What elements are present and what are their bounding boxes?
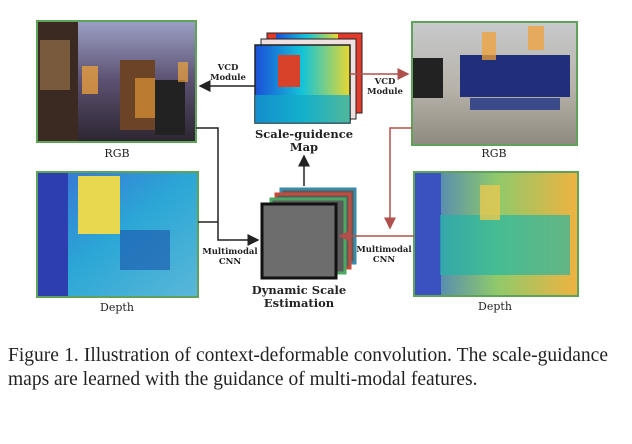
rgb-label-right: RGB	[481, 147, 506, 160]
scale-guidance-label-line1: Scale-guidence	[255, 127, 353, 141]
scale-guidance-map-stack	[254, 32, 363, 124]
multimodal-right-line2: CNN	[373, 255, 396, 265]
rgb-right-down-arrow	[384, 127, 412, 230]
figure-caption: Figure 1. Illustration of context-deform…	[8, 345, 608, 390]
rgb-image-left	[36, 20, 197, 143]
dynamic-scale-stack	[260, 187, 357, 280]
dse-label-line1: Dynamic Scale	[252, 283, 346, 297]
depth-image-left	[36, 171, 199, 298]
depth-image-right	[413, 171, 579, 297]
multimodal-left-line2: CNN	[219, 257, 242, 267]
rgb-image-right	[411, 21, 578, 146]
multimodal-left-line1: Multimodal	[202, 247, 258, 257]
rgb-label-left: RGB	[104, 147, 129, 160]
rgb-left-to-dse-arrow	[196, 127, 260, 246]
depth-label-left: Depth	[100, 301, 134, 314]
dse-label-line2: Estimation	[264, 296, 335, 310]
vcd-right-line1: VCD	[374, 77, 396, 87]
vcd-left-line1: VCD	[217, 63, 239, 73]
scale-guidance-label-line2: Map	[290, 140, 318, 154]
vcd-right-line2: Module	[367, 87, 403, 97]
depth-label-right: Depth	[478, 300, 512, 313]
multimodal-right-line1: Multimodal	[356, 245, 412, 255]
vcd-left-line2: Module	[210, 73, 246, 83]
